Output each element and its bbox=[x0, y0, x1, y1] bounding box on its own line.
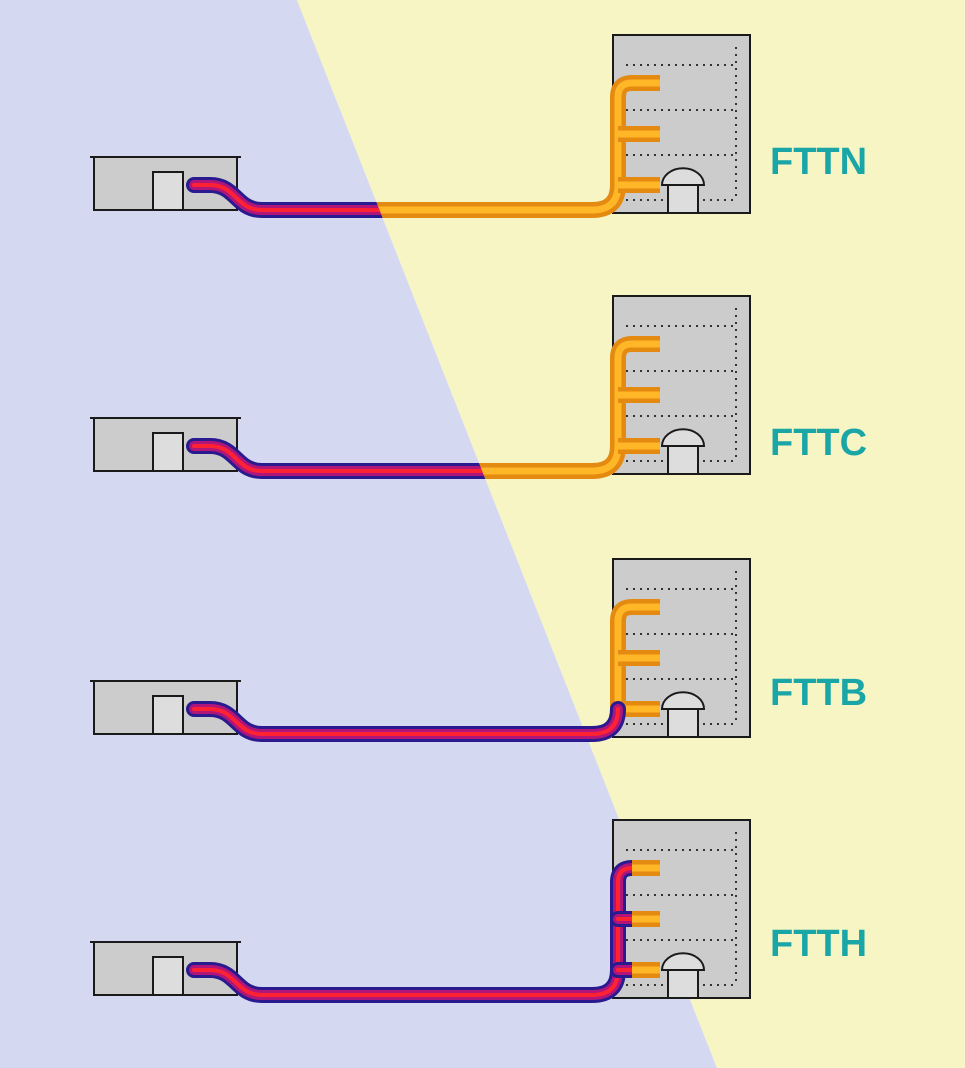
fiber-riser bbox=[610, 75, 660, 185]
copper-zone-background bbox=[0, 0, 717, 1068]
entrance-door bbox=[667, 969, 699, 999]
fiber-cable bbox=[297, 438, 626, 479]
entrance-door bbox=[667, 708, 699, 738]
copper-riser bbox=[610, 860, 648, 978]
house-door bbox=[152, 695, 184, 735]
copper-cable bbox=[186, 701, 626, 742]
entrance-canopy bbox=[660, 952, 706, 971]
row-fttb bbox=[90, 558, 751, 742]
fiber-riser bbox=[610, 336, 660, 446]
row-fttn bbox=[90, 34, 751, 218]
house-door bbox=[152, 171, 184, 211]
label-fttn: FTTN bbox=[770, 141, 868, 183]
entrance-canopy bbox=[660, 428, 706, 447]
fiber-zone-background bbox=[297, 0, 965, 1068]
label-fttb: FTTB bbox=[770, 672, 868, 714]
label-fttc: FTTC bbox=[770, 422, 868, 464]
fiber-riser bbox=[610, 599, 660, 709]
house-door bbox=[152, 432, 184, 472]
entrance-canopy bbox=[660, 691, 706, 710]
label-ftth: FTTH bbox=[770, 923, 868, 965]
row-fttc bbox=[90, 295, 751, 479]
entrance-door bbox=[667, 184, 699, 214]
entrance-door bbox=[667, 445, 699, 475]
copper-cable bbox=[186, 962, 626, 1003]
entrance-canopy bbox=[660, 167, 706, 186]
house-door bbox=[152, 956, 184, 996]
fiber-cable bbox=[297, 177, 626, 218]
row-ftth bbox=[90, 819, 751, 1003]
